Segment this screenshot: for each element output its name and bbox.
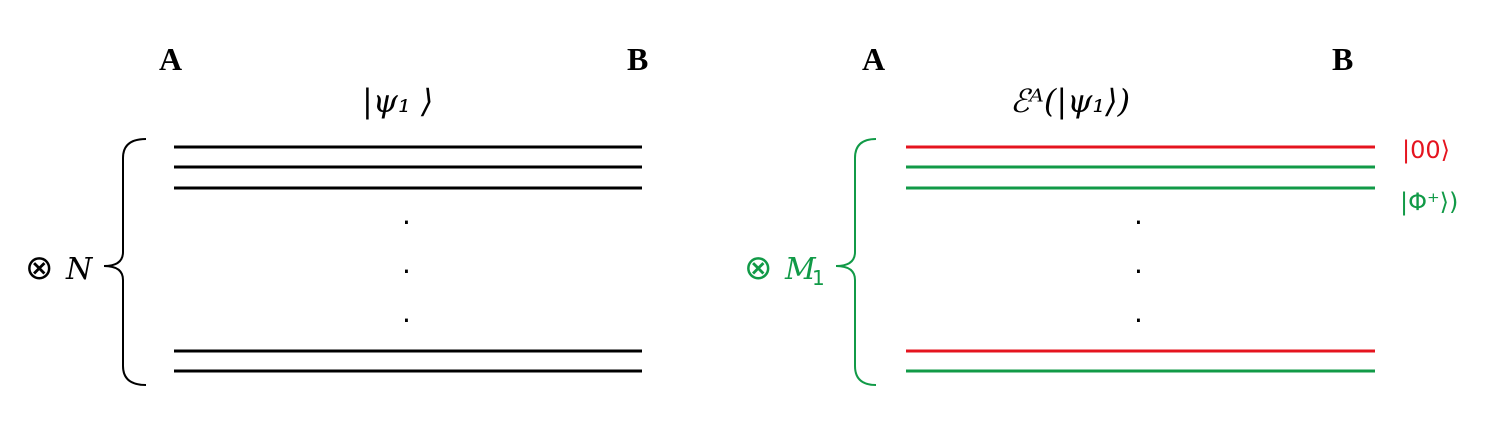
left-count-label: N: [65, 252, 94, 287]
right-dot-1: .: [1134, 198, 1143, 231]
right-state-label: ℰᴬ(|ψ₁⟩): [1010, 82, 1130, 120]
left-dot-2: .: [402, 247, 411, 280]
left-state-label: |ψ₁ ⟩: [362, 82, 433, 120]
right-count-subscript: 1: [812, 266, 825, 290]
right-label-b: B: [1332, 41, 1353, 77]
left-tensor-symbol: ⊗: [25, 248, 54, 288]
right-label-a: A: [862, 41, 885, 77]
left-dot-1: .: [402, 198, 411, 231]
right-panel: A B ℰᴬ(|ψ₁⟩) ⊗ M 1 |00⟩ |Φ⁺⟩) . . .: [744, 41, 1458, 386]
right-brace: [835, 138, 877, 386]
label-phi-plus: |Φ⁺⟩): [1400, 188, 1458, 216]
right-count-label: M: [784, 252, 817, 287]
label-zero-zero: |00⟩: [1402, 136, 1450, 164]
right-dot-2: .: [1134, 247, 1143, 280]
right-tensor-symbol: ⊗: [744, 248, 773, 288]
left-brace: [103, 138, 147, 386]
right-dot-3: .: [1134, 296, 1143, 329]
left-label-b: B: [627, 41, 648, 77]
left-dot-3: .: [402, 296, 411, 329]
left-label-a: A: [159, 41, 182, 77]
left-panel: A B |ψ₁ ⟩ ⊗ N . . .: [25, 41, 648, 386]
